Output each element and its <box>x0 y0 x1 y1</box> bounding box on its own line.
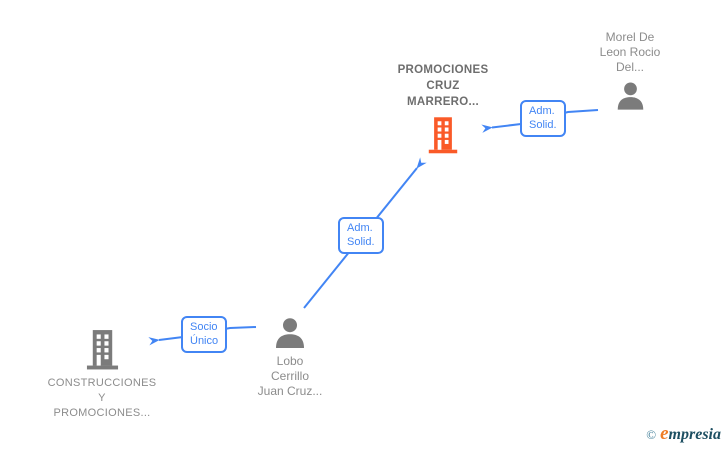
logo-letter-e: e <box>660 423 669 444</box>
node-label: PROMOCIONES CRUZ MARRERO... <box>397 64 489 108</box>
node-label: Morel De Leon Rocio Del... <box>599 30 661 74</box>
person-icon <box>276 318 304 348</box>
logo-text: mpresia <box>668 426 721 443</box>
node-label: Lobo Cerrillo Juan Cruz... <box>257 354 323 398</box>
node-label: CONSTRUCCIONES Y PROMOCIONES... <box>47 377 157 419</box>
edge-label-socio-unico: Socio Único <box>181 316 228 353</box>
building-icon <box>428 117 458 154</box>
node-lobo-cerrillo-juan-cruz[interactable]: Lobo Cerrillo Juan Cruz... <box>240 318 340 399</box>
node-construcciones-y-promociones[interactable]: CONSTRUCCIONES Y PROMOCIONES... <box>32 330 172 421</box>
edge-label-adm-solid-lobo: Adm. Solid. <box>338 217 384 254</box>
copyright-icon: © <box>646 427 657 442</box>
edge-label-adm-solid-morel: Adm. Solid. <box>520 100 566 137</box>
person-icon <box>617 82 643 110</box>
building-icon <box>86 330 118 370</box>
node-promociones-cruz-marrero[interactable]: PROMOCIONES CRUZ MARRERO... <box>383 62 503 154</box>
empresia-logo[interactable]: ©empresia <box>646 423 721 445</box>
node-morel-de-leon-rocio[interactable]: Morel De Leon Rocio Del... <box>580 30 680 110</box>
